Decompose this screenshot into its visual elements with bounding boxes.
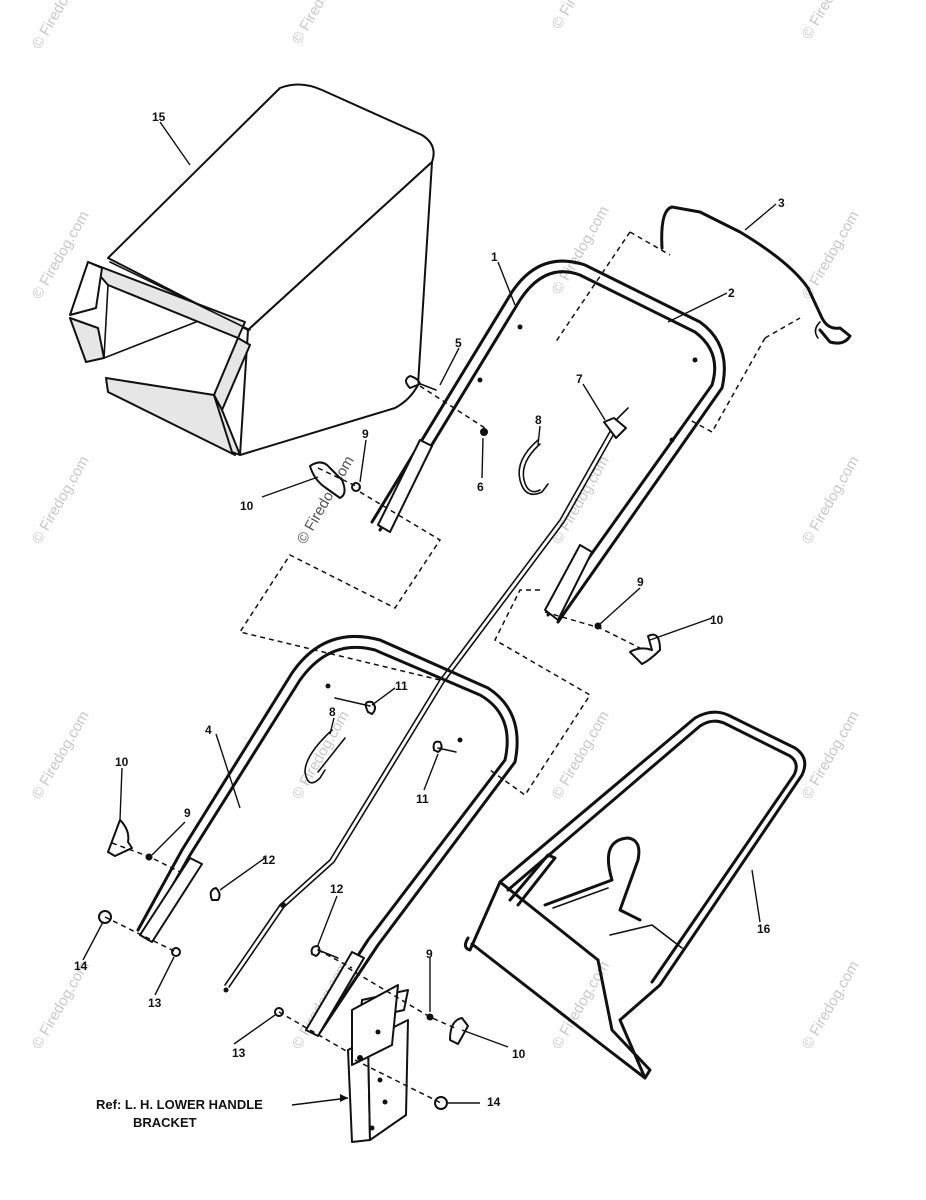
callout-10-right: 10 xyxy=(710,613,724,627)
assembly-lines xyxy=(104,231,801,1104)
cable-tie-lower xyxy=(304,729,346,784)
callout-9-upper: 9 xyxy=(362,427,369,441)
callout-1: 1 xyxy=(491,250,498,264)
grass-bag xyxy=(69,83,435,456)
watermark: © Firedog.com xyxy=(799,453,863,547)
watermark: © Firedog.com xyxy=(289,0,353,47)
watermark: © Firedog.com xyxy=(549,203,613,297)
callout-9-right: 9 xyxy=(637,575,644,589)
reference-label: Ref: L. H. LOWER HANDLE BRACKET xyxy=(96,1094,348,1130)
watermark: © Firedog.com xyxy=(29,708,93,802)
watermark: © Firedog.com xyxy=(549,958,613,1052)
reference-label-line2: BRACKET xyxy=(133,1115,197,1130)
bolt-11-lower xyxy=(432,740,457,753)
callout-13-right: 13 xyxy=(232,1046,246,1060)
callout-14-right: 14 xyxy=(487,1095,501,1109)
lower-handle-bracket xyxy=(347,984,409,1143)
callout-10-upper: 10 xyxy=(240,499,254,513)
callout-4: 4 xyxy=(205,723,212,737)
watermark: © Firedog.com xyxy=(549,453,613,547)
nut-6 xyxy=(480,428,488,436)
callout-10-bottom: 10 xyxy=(512,1047,526,1061)
watermark: © Firedog.com xyxy=(799,958,863,1052)
callout-12-right: 12 xyxy=(330,882,344,896)
nut-14-right xyxy=(434,1096,448,1110)
upper-handle xyxy=(370,259,726,624)
nut-13-left xyxy=(171,947,181,957)
watermark: © Firedog.com xyxy=(289,708,353,802)
watermark: © Firedog.com xyxy=(549,708,613,802)
control-bail xyxy=(660,205,852,345)
wing-knob-10-right xyxy=(629,633,661,665)
callout-2: 2 xyxy=(728,286,735,300)
wing-knob-10-left xyxy=(107,819,133,857)
callout-9-left: 9 xyxy=(184,806,191,820)
watermark: © Firedog.com xyxy=(29,0,93,52)
carriage-bolt-5 xyxy=(405,375,437,391)
lower-handle xyxy=(136,635,519,1037)
watermark-layer: © Firedog.com © Firedog.com © Firedog.co… xyxy=(29,0,863,1052)
callout-15: 15 xyxy=(152,110,166,124)
watermark: © Firedog.com xyxy=(799,708,863,802)
cable-tie-upper xyxy=(518,439,549,496)
grass-bag-frame xyxy=(463,710,807,1080)
watermark: © Firedog.com xyxy=(29,453,93,547)
callout-13-left: 13 xyxy=(148,996,162,1010)
leader-lines xyxy=(82,121,777,1106)
callout-7: 7 xyxy=(576,372,583,386)
washer-9-bottom xyxy=(426,1013,434,1021)
watermark: © Firedog.com xyxy=(549,0,613,32)
callout-5: 5 xyxy=(455,336,462,350)
callout-11-upper: 11 xyxy=(395,679,408,693)
reference-label-line1: Ref: L. H. LOWER HANDLE xyxy=(96,1097,263,1112)
control-cable xyxy=(223,407,629,993)
wing-knob-10-upper xyxy=(309,461,346,499)
watermark: © Firedog.com xyxy=(799,0,863,42)
callout-8-upper: 8 xyxy=(535,413,542,427)
callout-9-bottom: 9 xyxy=(426,947,433,961)
callout-10-left: 10 xyxy=(115,755,129,769)
callouts: 15 1 2 3 5 7 8 9 6 10 9 10 11 8 4 10 11 … xyxy=(74,110,785,1109)
callout-12-left: 12 xyxy=(262,853,276,867)
bolt-12-right xyxy=(310,945,339,959)
callout-3: 3 xyxy=(778,196,785,210)
bolt-12-left xyxy=(209,887,221,901)
callout-8-lower: 8 xyxy=(329,705,336,719)
callout-11-lower: 11 xyxy=(416,792,429,806)
callout-6: 6 xyxy=(477,480,484,494)
callout-14-left: 14 xyxy=(74,959,88,973)
wing-knob-10-bottom xyxy=(449,1017,469,1045)
callout-16: 16 xyxy=(757,922,771,936)
